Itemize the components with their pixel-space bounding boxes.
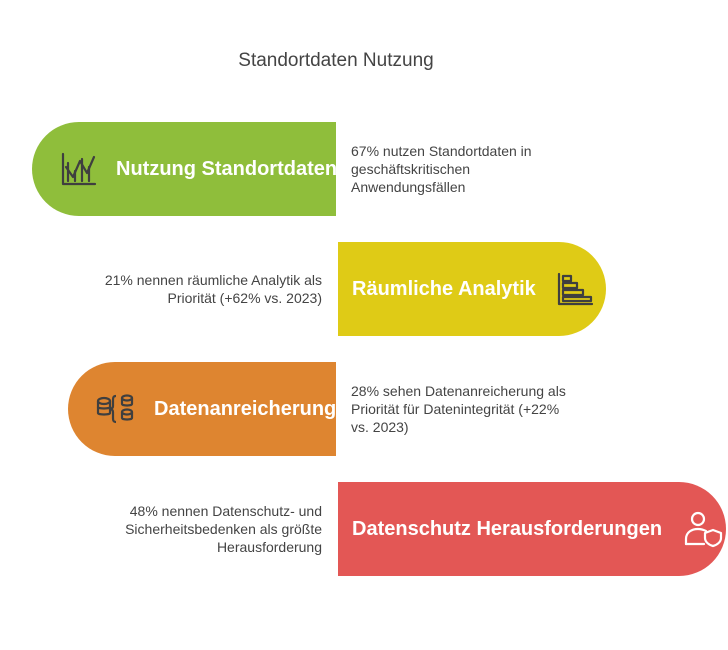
pill-datenanreicherung: Datenanreicherung <box>68 362 336 456</box>
description-datenschutz-herausforderungen: 48% nennen Datenschutz- und Sicherheitsb… <box>125 503 322 555</box>
database-icon <box>96 394 134 424</box>
pill-nutzung-standortdaten: Nutzung Standortdaten <box>32 122 338 216</box>
pill-label: Datenschutz Herausforderungen <box>352 517 663 540</box>
user-shield-icon <box>684 511 723 548</box>
bar-chart-icon <box>557 272 593 306</box>
pill-label: Nutzung Standortdaten <box>116 157 338 180</box>
description-datenanreicherung: 28% sehen Datenanreicherung als Prioritä… <box>351 383 566 435</box>
pill-datenschutz-herausforderungen: Datenschutz Herausforderungen <box>338 482 726 576</box>
chart-icon <box>61 152 97 186</box>
description-raeumliche-analytik: 21% nennen räumliche Analytik als Priori… <box>104 272 322 306</box>
pill-raeumliche-analytik: Räumliche Analytik <box>338 242 606 336</box>
description-nutzung-standortdaten: 67% nutzen Standortdaten in geschäftskri… <box>351 143 532 195</box>
pill-label: Räumliche Analytik <box>352 277 536 300</box>
diagram-title: Standortdaten Nutzung <box>238 50 434 71</box>
pill-label: Datenanreicherung <box>154 397 337 420</box>
